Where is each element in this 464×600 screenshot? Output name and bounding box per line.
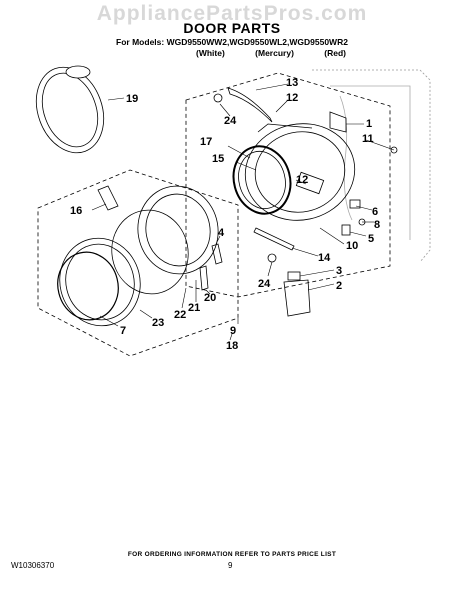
page-title: DOOR PARTS [183, 20, 281, 36]
callout-23: 23 [152, 317, 164, 329]
callout-24-bottom: 24 [258, 278, 271, 290]
callout-6: 6 [372, 206, 378, 218]
part-24-screw-bottom [267, 253, 277, 263]
callout-22: 22 [174, 309, 186, 321]
part-5-strike [341, 224, 351, 236]
part-24-screw-top [213, 93, 223, 103]
color-variants: (White) (Mercury) (Red) [196, 48, 374, 58]
part-15-glass [232, 145, 292, 215]
dashed-box-front [37, 169, 239, 357]
variant-white: (White) [196, 48, 225, 58]
callout-21: 21 [188, 302, 200, 314]
callout-11: 11 [362, 133, 374, 145]
part-7-ring [57, 251, 119, 321]
ordering-note: FOR ORDERING INFORMATION REFER TO PARTS … [127, 551, 337, 558]
part-1-hinge-plate [329, 111, 347, 133]
callout-17: 17 [200, 136, 212, 148]
part-23-gasket [59, 237, 141, 327]
watermark: AppliancePartsPros.com [96, 2, 368, 25]
cabinet-outline [312, 69, 431, 263]
part-22-ring [111, 209, 189, 295]
part-2-housing [283, 279, 311, 317]
callout-16: 16 [70, 205, 82, 217]
part-17-frame [244, 123, 356, 221]
callout-15: 15 [212, 153, 224, 165]
callout-20: 20 [204, 292, 216, 304]
part-3-latch [287, 271, 301, 281]
callout-labels: 19 13 12 24 1 17 15 11 12 16 6 8 5 10 4 … [70, 77, 380, 352]
part-12-bracket [295, 171, 325, 195]
part-6-latch [349, 199, 361, 209]
part-13-hinge [227, 87, 273, 123]
callout-12-mid: 12 [296, 174, 308, 186]
part-20-pin [199, 265, 209, 291]
callout-19: 19 [126, 93, 138, 105]
part-11-screw [390, 146, 398, 154]
callout-7: 7 [120, 325, 126, 337]
callout-9: 9 [230, 325, 236, 337]
model-list: For Models: WGD9550WW2,WGD9550WL2,WGD955… [116, 37, 348, 47]
part-19-ring [35, 65, 105, 154]
callout-3: 3 [336, 265, 342, 277]
callout-10: 10 [346, 240, 358, 252]
callout-4: 4 [218, 227, 225, 239]
part-14-strip [253, 227, 295, 251]
callout-1: 1 [366, 118, 372, 130]
callout-18: 18 [226, 340, 238, 352]
variant-mercury: (Mercury) [255, 48, 294, 58]
callout-24-top: 24 [224, 115, 237, 127]
callout-13: 13 [286, 77, 298, 89]
callout-8: 8 [374, 219, 380, 231]
part-4-clip [211, 243, 223, 265]
part-16-hinge [97, 185, 119, 211]
document-number: W10306370 [11, 561, 55, 570]
callout-14: 14 [318, 252, 331, 264]
callout-5: 5 [368, 233, 374, 245]
variant-red: (Red) [324, 48, 347, 58]
part-21-outer-door [137, 185, 219, 275]
callout-12-top: 12 [286, 92, 298, 104]
callout-2: 2 [336, 280, 342, 292]
dashed-box-rear [185, 72, 391, 298]
page-number: 9 [228, 561, 233, 570]
